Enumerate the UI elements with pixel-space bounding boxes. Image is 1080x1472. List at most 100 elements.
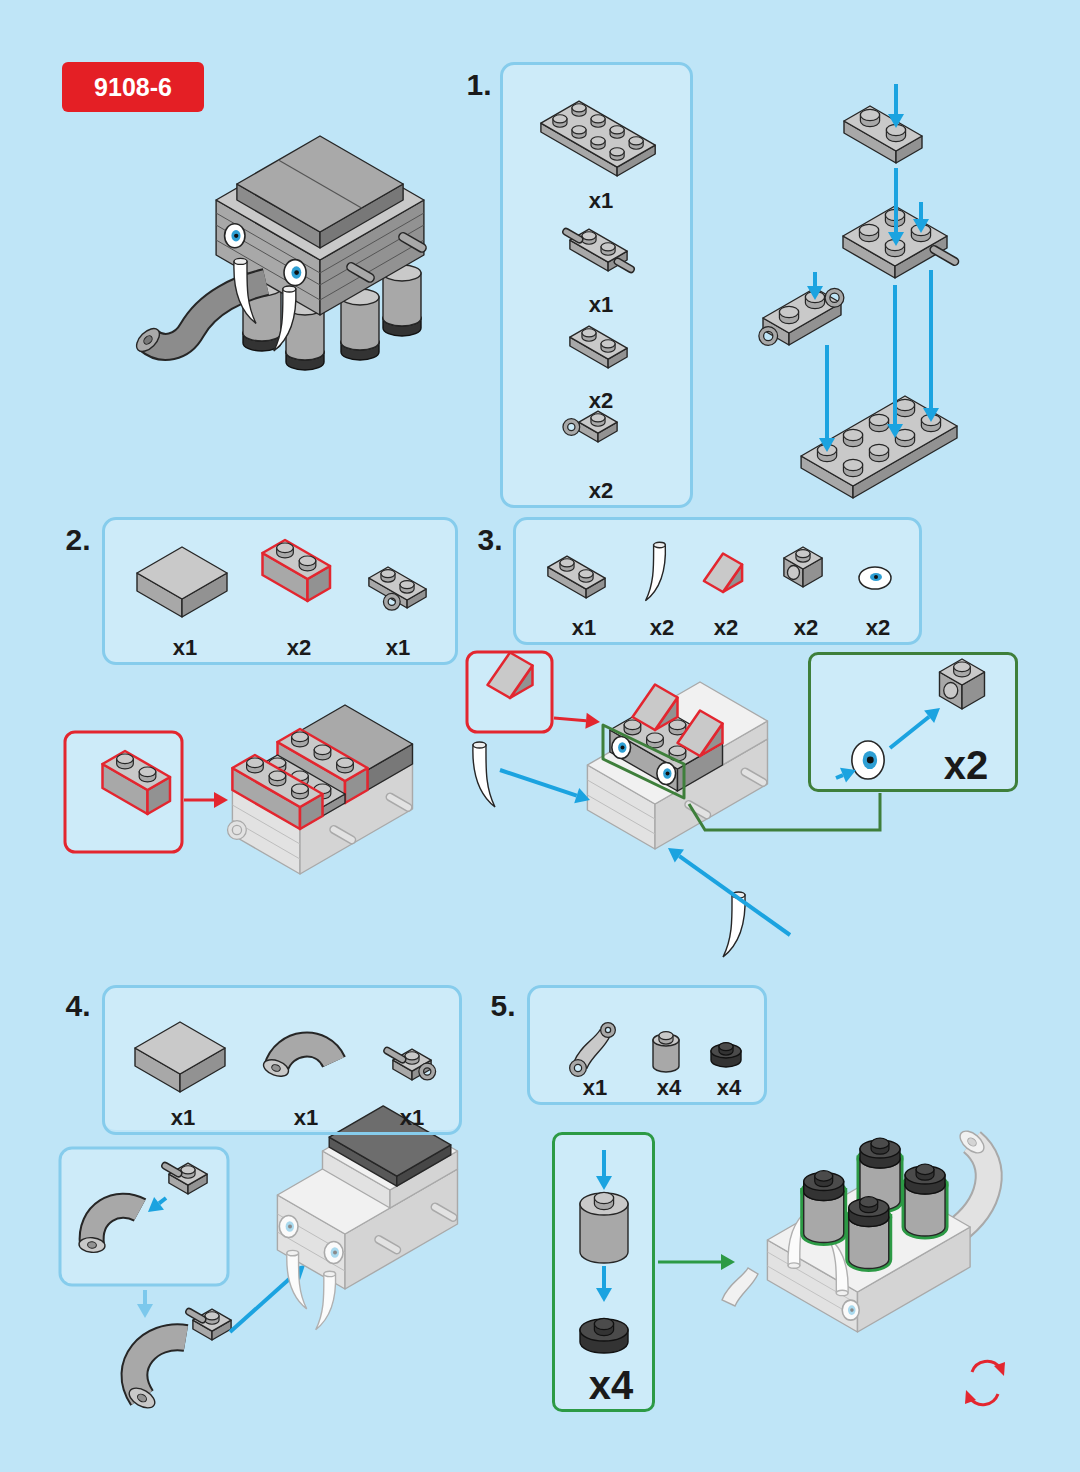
illustration-shape: [591, 115, 605, 123]
illustration-shape: [869, 414, 888, 425]
illustration-shape: [828, 1237, 848, 1293]
illustration-shape: [859, 567, 891, 589]
parts-box: 5.x1x4x4: [527, 985, 767, 1105]
part-count: x1: [171, 1107, 195, 1129]
illustration-shape: [351, 267, 370, 278]
illustration-shape: [381, 570, 395, 578]
illustration-shape: [500, 62, 693, 507]
illustration-shape: [836, 1290, 848, 1295]
step4-assembly: [277, 1106, 457, 1330]
step5-parts: [572, 1025, 741, 1074]
step3-assembly: [473, 682, 880, 957]
illustration-shape: [574, 788, 590, 803]
illustration-shape: [165, 1166, 178, 1174]
callout-box: x2: [808, 652, 1018, 792]
illustration-shape: [646, 545, 666, 601]
part-count: x1: [386, 637, 410, 659]
illustration-shape: [787, 566, 799, 580]
illustration-shape: [387, 1051, 402, 1060]
illustration-shape: [117, 754, 134, 764]
illustration-shape: [403, 237, 422, 248]
illustration-shape: [284, 260, 306, 286]
step1-parts: [541, 101, 655, 442]
illustration-shape: [234, 258, 247, 264]
illustration-shape: [421, 1066, 433, 1078]
illustration-shape: [807, 286, 823, 300]
cheese-slope: [633, 685, 678, 731]
step4-callout: [78, 1163, 305, 1412]
illustration-shape: [813, 272, 817, 286]
brick: [369, 567, 426, 608]
illustration-shape: [955, 1142, 989, 1232]
illustration-shape: [136, 1393, 148, 1404]
illustration-shape: [386, 596, 398, 608]
illustration-shape: [863, 751, 877, 769]
callout-count: x2: [944, 745, 989, 785]
illustration-shape: [580, 1193, 628, 1215]
illustration-shape: [603, 725, 684, 798]
panel-fills: [60, 62, 1018, 1412]
illustration-shape: [827, 291, 841, 305]
illustration-shape: [60, 1148, 228, 1285]
illustration-shape: [65, 732, 182, 852]
set-number: 9108-6: [94, 75, 172, 100]
illustration-shape: [263, 540, 331, 579]
tusk: [646, 542, 666, 601]
illustration-shape: [102, 985, 462, 1130]
illustration-shape: [657, 763, 676, 785]
illustration-shape: [324, 1242, 343, 1264]
illustration-shape: [247, 758, 264, 768]
step-number: 4.: [65, 991, 90, 1021]
illustration-shape: [721, 1254, 735, 1270]
illustration-shape: [966, 1136, 978, 1147]
parts-box: 3.x1x2x2x2x2: [513, 517, 922, 645]
illustration-shape: [234, 261, 256, 323]
illustration-shape: [596, 1288, 612, 1302]
illustration-shape: [704, 554, 742, 593]
brick: [548, 556, 605, 598]
illustration-shape: [500, 770, 577, 796]
part-count: x2: [287, 637, 311, 659]
step2-assembly: [230, 705, 413, 874]
illustration-shape: [723, 895, 745, 957]
illustration-shape: [890, 717, 929, 748]
illustration-shape: [333, 1251, 337, 1255]
step5-assembly: [722, 1127, 989, 1332]
illustration-shape: [142, 334, 154, 346]
illustration-shape: [390, 797, 408, 807]
part-count: x1: [583, 1077, 607, 1099]
illustration-shape: [934, 250, 955, 262]
brick: [940, 659, 985, 709]
illustration-shape: [633, 685, 678, 731]
callout-box: x4: [552, 1132, 655, 1412]
illustration-shape: [261, 1057, 290, 1080]
illustration-shape: [135, 1022, 225, 1074]
illustration-shape: [874, 575, 878, 579]
illustration-shape: [231, 230, 240, 242]
illustration-shape: [572, 104, 586, 112]
illustration-shape: [379, 1240, 397, 1250]
part-group: [828, 1237, 848, 1296]
illustration-shape: [582, 329, 596, 337]
brick: [329, 1106, 451, 1186]
part-count: x1: [572, 617, 596, 639]
illustration-shape: [850, 1308, 854, 1312]
illustration-shape: [887, 424, 903, 438]
illustration-shape: [565, 421, 577, 433]
illustration-shape: [403, 237, 422, 248]
illustration-shape: [994, 1362, 1005, 1376]
illustration-shape: [603, 1025, 613, 1035]
brick: [103, 751, 171, 814]
illustration-shape: [205, 1312, 219, 1320]
illustration-shape: [189, 1312, 202, 1320]
illustration-shape: [618, 262, 631, 270]
illustration-shape: [390, 797, 408, 807]
tusk: [828, 1237, 848, 1296]
brick: [784, 547, 822, 587]
illustration-shape: [784, 547, 822, 569]
callout-count: x4: [589, 1365, 634, 1405]
illustration-shape: [320, 240, 424, 300]
illustration-shape: [291, 266, 301, 278]
illustration-shape: [618, 742, 626, 753]
illustration-shape: [852, 741, 884, 779]
